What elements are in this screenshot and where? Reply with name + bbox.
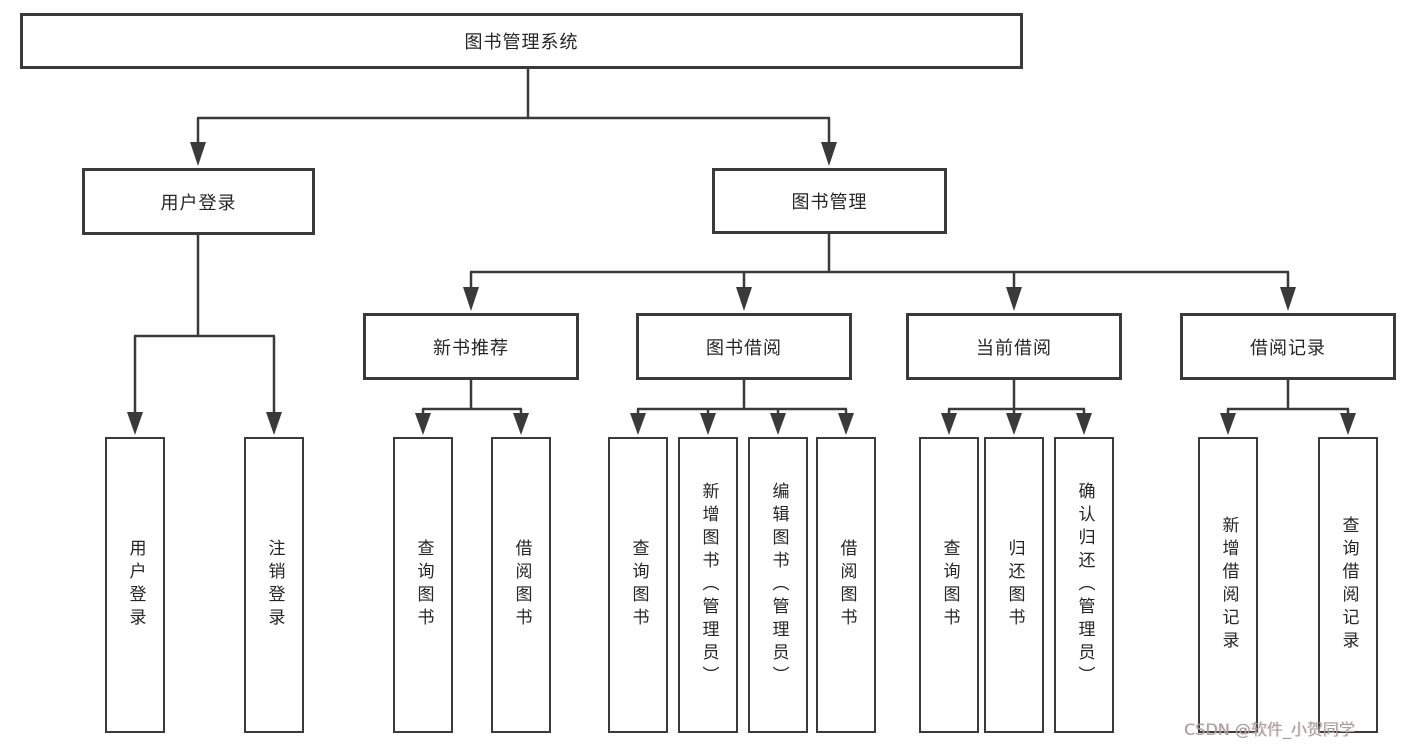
leaf-user-login-label: 用户登录 — [125, 539, 146, 631]
leaf-add-book-admin: 新增图书（管理员） — [678, 437, 738, 733]
node-borrow-records-label: 借阅记录 — [1250, 337, 1326, 359]
connector-book-mgmt-trunk — [470, 234, 1289, 274]
node-book-management: 图书管理 — [712, 168, 947, 234]
node-current-borrow: 当前借阅 — [906, 313, 1122, 380]
connector-user-login-trunk — [134, 235, 275, 338]
node-user-login: 用户登录 — [82, 168, 315, 235]
arrowhead-book-mgmt — [821, 142, 837, 166]
leaf-newbook-query-books-label: 查询图书 — [413, 539, 434, 631]
leaf-add-book-admin-label: 新增图书（管理员） — [698, 481, 719, 689]
leaf-borrow-query-books-label: 查询图书 — [628, 539, 649, 631]
connector-root-trunk — [197, 68, 830, 120]
node-root: 图书管理系统 — [20, 13, 1023, 69]
node-book-borrow-label: 图书借阅 — [706, 337, 782, 359]
leaf-add-borrow-record: 新增借阅记录 — [1198, 437, 1258, 733]
leaf-borrow-books: 借阅图书 — [816, 437, 876, 733]
leaf-query-borrow-record-label: 查询借阅记录 — [1338, 516, 1359, 654]
node-root-label: 图书管理系统 — [464, 32, 579, 53]
node-book-borrow: 图书借阅 — [636, 313, 852, 380]
leaf-current-query-books: 查询图书 — [919, 437, 979, 733]
leaf-confirm-return-admin: 确认归还（管理员） — [1054, 437, 1114, 733]
leaf-return-books: 归还图书 — [984, 437, 1044, 733]
leaf-edit-book-admin: 编辑图书（管理员） — [748, 437, 808, 733]
node-user-login-label: 用户登录 — [160, 192, 237, 214]
leaf-return-books-label: 归还图书 — [1004, 539, 1025, 631]
connector-borrow-records-trunk — [1227, 380, 1349, 411]
node-new-book-recommend-label: 新书推荐 — [433, 337, 509, 359]
leaf-newbook-borrow-books: 借阅图书 — [491, 437, 551, 733]
leaf-current-query-books-label: 查询图书 — [939, 539, 960, 631]
leaf-newbook-query-books: 查询图书 — [393, 437, 453, 733]
node-borrow-records: 借阅记录 — [1180, 313, 1396, 380]
leaf-add-borrow-record-label: 新增借阅记录 — [1218, 516, 1239, 654]
leaf-borrow-query-books: 查询图书 — [608, 437, 668, 733]
leaf-user-login: 用户登录 — [105, 437, 165, 733]
leaf-confirm-return-admin-label: 确认归还（管理员） — [1074, 481, 1095, 689]
connector-book-borrow-trunk — [637, 380, 847, 411]
leaf-newbook-borrow-books-label: 借阅图书 — [511, 539, 532, 631]
leaf-edit-book-admin-label: 编辑图书（管理员） — [768, 481, 789, 689]
csdn-watermark: CSDN @软件_小贺同学 — [1184, 720, 1355, 739]
leaf-logout: 注销登录 — [244, 437, 304, 733]
node-current-borrow-label: 当前借阅 — [976, 337, 1052, 359]
arrowhead-user-login — [190, 142, 206, 166]
node-book-management-label: 图书管理 — [791, 192, 868, 213]
leaf-query-borrow-record: 查询借阅记录 — [1318, 437, 1378, 733]
connector-current-borrow-trunk — [948, 380, 1085, 411]
leaf-borrow-books-label: 借阅图书 — [836, 539, 857, 631]
leaf-logout-label: 注销登录 — [264, 539, 285, 631]
node-new-book-recommend: 新书推荐 — [363, 313, 579, 380]
connector-new-book-trunk — [422, 380, 522, 411]
